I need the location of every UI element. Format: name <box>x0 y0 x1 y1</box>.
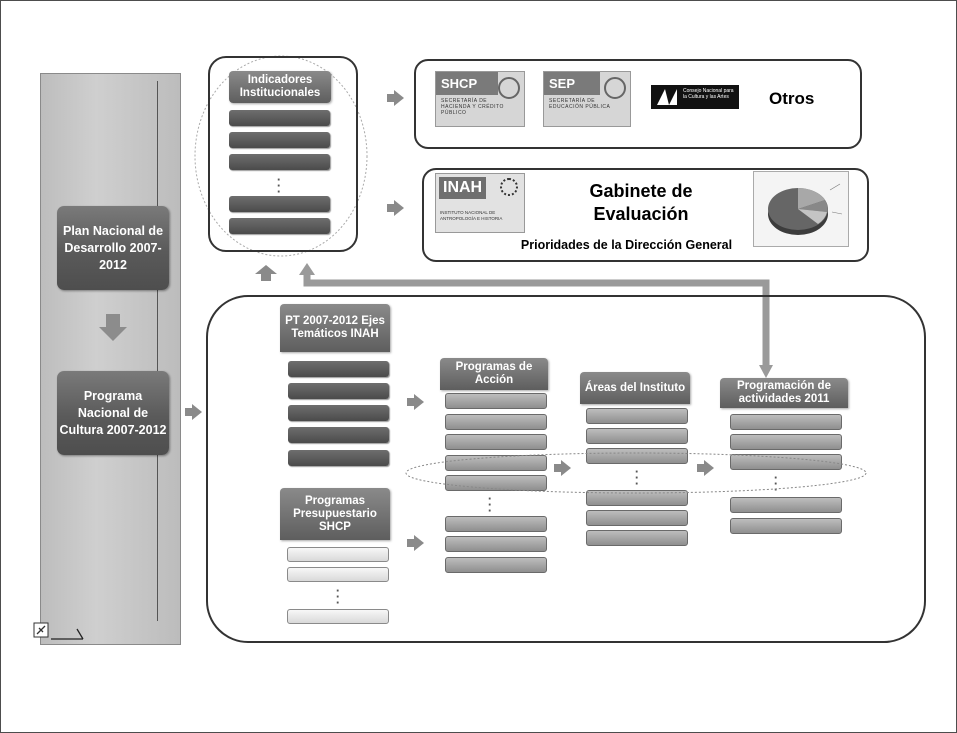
accion-bar <box>445 393 547 409</box>
pt-bar <box>288 383 389 399</box>
dotted-ellipse <box>194 55 368 257</box>
shcp-name: SHCP <box>436 72 498 95</box>
conaculta-mark-icon <box>657 89 677 105</box>
areas-bar <box>586 448 688 464</box>
indicadores-title: Indicadores Institucionales <box>239 74 321 99</box>
indicador-bar <box>229 196 330 212</box>
right-arrow-icon <box>185 404 202 420</box>
ellipsis-dots: ··· <box>634 464 640 491</box>
programacion-bar <box>730 497 842 513</box>
accion-bar <box>445 475 547 491</box>
presupuestario-bar <box>287 547 389 562</box>
inah-logo: INAH INSTITUTO NACIONAL DE ANTROPOLOGÍA … <box>435 173 525 233</box>
panel-divider <box>157 81 158 621</box>
programa-nacional-label: Programa Nacional de Cultura 2007-2012 <box>59 388 167 437</box>
right-arrow-icon <box>697 460 714 476</box>
pt-ejes-header: PT 2007-2012 Ejes Temáticos INAH <box>280 304 390 352</box>
ellipsis-dots: ··· <box>487 491 493 518</box>
programacion-bar <box>730 454 842 470</box>
right-arrow-icon <box>387 90 404 106</box>
accion-bar <box>445 516 547 532</box>
sep-seal-icon <box>604 77 626 99</box>
conaculta-logo: Consejo Nacional para la Cultura y las A… <box>651 85 739 109</box>
accion-bar <box>445 557 547 573</box>
areas-bar <box>586 490 688 506</box>
right-arrow-icon <box>407 394 424 410</box>
pie-chart-frame <box>753 171 849 247</box>
ellipsis-dots: ··· <box>276 172 282 199</box>
areas-label: Áreas del Instituto <box>584 381 686 394</box>
conaculta-subtitle: Consejo Nacional para la Cultura y las A… <box>683 88 734 100</box>
programacion-label: Programación de actividades 2011 <box>737 380 831 405</box>
up-arrow-icon <box>255 265 277 281</box>
highlight-ellipse <box>405 452 867 494</box>
pt-ejes-label: PT 2007-2012 Ejes Temáticos INAH <box>285 315 385 340</box>
programas-accion-label: Programas de Acción <box>455 361 533 386</box>
accion-bar <box>445 434 547 450</box>
presupuestario-header: Programas Presupuestario SHCP <box>280 488 390 540</box>
feedback-arrow-icon <box>299 263 773 378</box>
indicador-bar <box>229 218 330 234</box>
programs-container <box>206 295 926 643</box>
programacion-bar <box>730 414 842 430</box>
areas-bar <box>586 530 688 546</box>
sep-name: SEP <box>544 72 600 95</box>
shcp-subtitle: SECRETARÍA DE HACIENDA Y CRÉDITO PÚBLICO <box>441 98 504 116</box>
programacion-bar <box>730 434 842 450</box>
pie-chart-icon <box>768 183 843 235</box>
indicador-bar <box>229 132 330 148</box>
programas-accion-header: Programas de Acción <box>440 358 548 390</box>
gabinete-title: Gabinete de Evaluación <box>589 181 693 224</box>
areas-header: Áreas del Instituto <box>580 372 690 404</box>
down-arrow-icon <box>99 314 127 341</box>
areas-bar <box>586 510 688 526</box>
programacion-bar <box>730 518 842 534</box>
otros-label: Otros <box>769 89 815 108</box>
plan-nacional-label: Plan Nacional de Desarrollo 2007-2012 <box>62 223 164 272</box>
accion-bar <box>445 536 547 552</box>
presupuestario-bar <box>287 609 389 624</box>
accion-bar <box>445 414 547 430</box>
pt-bar <box>288 361 389 377</box>
sep-logo: SEP SECRETARÍA DE EDUCACIÓN PÚBLICA <box>543 71 631 127</box>
areas-bar <box>586 428 688 444</box>
plan-nacional-box: Plan Nacional de Desarrollo 2007-2012 <box>57 206 169 290</box>
ellipsis-dots: ··· <box>335 583 341 610</box>
indicadores-title-box: Indicadores Institucionales <box>229 71 331 103</box>
shcp-seal-icon <box>498 77 520 99</box>
areas-bar <box>586 408 688 424</box>
shcp-logo: SHCP SECRETARÍA DE HACIENDA Y CRÉDITO PÚ… <box>435 71 525 127</box>
inah-name: INAH <box>439 177 487 199</box>
programa-nacional-box: Programa Nacional de Cultura 2007-2012 <box>57 371 169 455</box>
inah-subtitle: INSTITUTO NACIONAL DE ANTROPOLOGÍA E HIS… <box>440 210 503 221</box>
presupuestario-label: Programas Presupuestario SHCP <box>293 494 377 533</box>
indicador-bar <box>229 154 330 170</box>
sep-subtitle: SECRETARÍA DE EDUCACIÓN PÚBLICA <box>549 98 611 110</box>
pt-bar <box>288 450 389 466</box>
edit-pen-icon <box>33 622 84 640</box>
indicador-bar <box>229 110 330 126</box>
gabinete-subtitle: Prioridades de la Dirección General <box>520 238 733 252</box>
right-arrow-icon <box>387 200 404 216</box>
pt-bar <box>288 427 389 443</box>
presupuestario-bar <box>287 567 389 582</box>
pt-bar <box>288 405 389 421</box>
programacion-header: Programación de actividades 2011 <box>720 378 848 408</box>
right-arrow-icon <box>407 535 424 551</box>
inah-seal-icon <box>500 178 518 196</box>
right-arrow-icon <box>554 460 571 476</box>
indicadores-frame <box>208 56 358 252</box>
left-panel <box>40 73 181 645</box>
ellipsis-dots: ··· <box>773 470 779 497</box>
